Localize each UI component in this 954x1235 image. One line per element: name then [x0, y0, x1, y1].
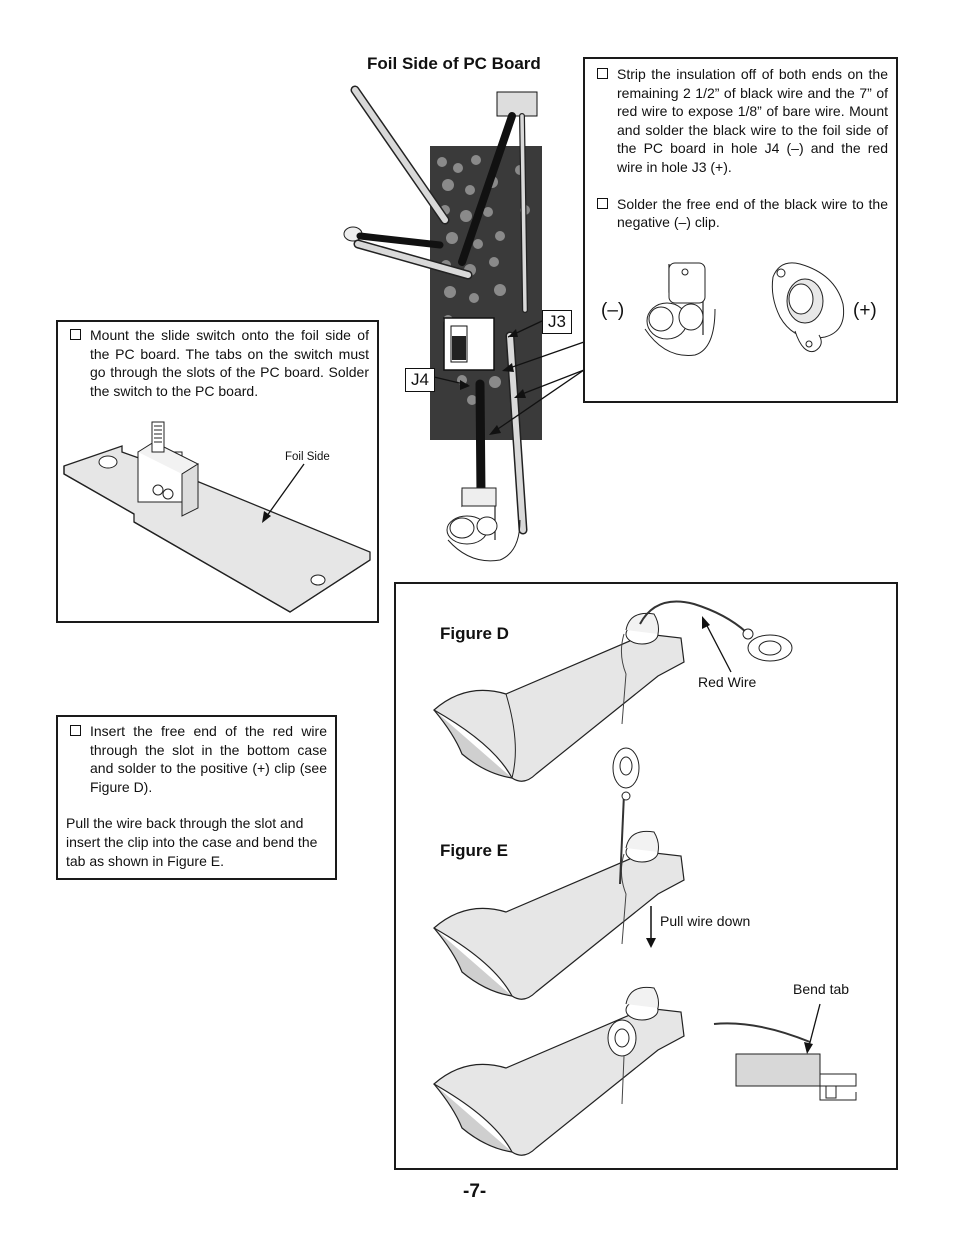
checkbox-icon[interactable]: [70, 725, 81, 736]
battery-clips-illustration: [644, 262, 845, 356]
pull-wire-down-label: Pull wire down: [660, 913, 751, 929]
j4-label: J4: [405, 368, 435, 392]
figures-box: Figure D Red Wire Figure E Pull wire dow…: [394, 582, 898, 1170]
figure-d-drawing: [432, 600, 793, 782]
instruction-text: Insert the free end of the red wire thro…: [90, 723, 327, 795]
instruction-item: Insert the free end of the red wire thro…: [58, 722, 327, 796]
instruction-text: Mount the slide switch onto the foil sid…: [90, 327, 369, 399]
j3-label: J3: [542, 310, 572, 334]
battery-case-figures-illustration: [432, 600, 857, 1156]
figure-e-final-drawing: [432, 986, 857, 1156]
figure-d-label: Figure D: [440, 624, 509, 643]
slide-switch-instructions-box: Mount the slide switch onto the foil sid…: [56, 320, 379, 623]
strip-wire-instructions-box: Strip the insulation off of both ends on…: [583, 57, 898, 403]
instruction-item: Mount the slide switch onto the foil sid…: [58, 326, 369, 400]
positive-clip-label: (+): [853, 300, 877, 321]
pc-board-illustration: [343, 85, 585, 562]
foil-side-label: Foil Side: [285, 451, 330, 463]
switch-on-board-illustration: [63, 421, 371, 613]
instruction-item: Solder the free end of the black wire to…: [585, 195, 888, 232]
figure-e-drawing: [432, 747, 685, 1000]
instruction-item: Strip the insulation off of both ends on…: [585, 65, 888, 177]
checkbox-icon[interactable]: [597, 197, 608, 209]
checkbox-icon[interactable]: [70, 329, 81, 340]
instruction-text: Solder the free end of the black wire to…: [617, 195, 888, 231]
red-wire-instructions-box: Insert the free end of the red wire thro…: [56, 715, 337, 880]
figure-e-label: Figure E: [440, 841, 509, 860]
red-wire-label: Red Wire: [698, 674, 757, 690]
checkbox-icon[interactable]: [597, 68, 608, 79]
pc-board-title: Foil Side of PC Board: [367, 54, 541, 73]
instruction-paragraph: Pull the wire back through the slot and …: [66, 815, 318, 869]
instruction-text: Strip the insulation off of both ends on…: [617, 66, 888, 175]
page-number: -7-: [463, 1181, 487, 1202]
bend-tab-label: Bend tab: [793, 981, 850, 997]
negative-clip-label: (–): [601, 300, 625, 321]
